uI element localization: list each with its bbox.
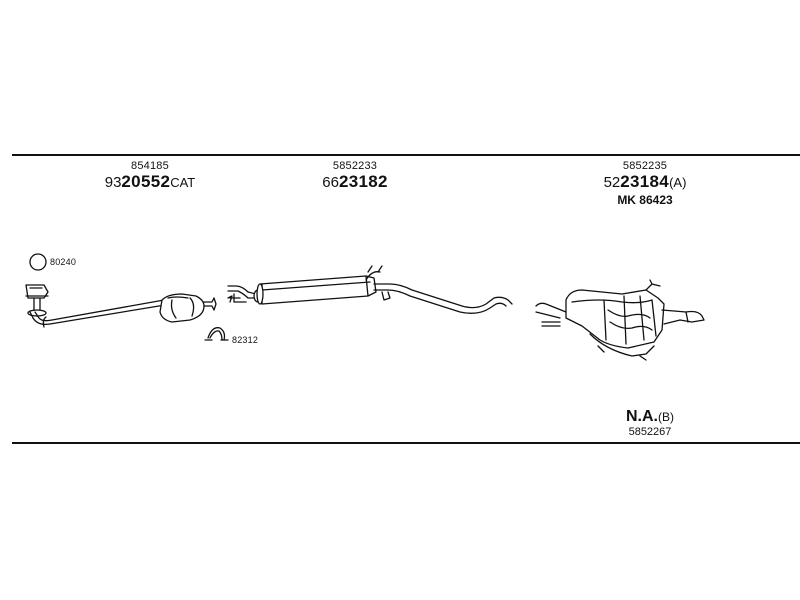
not-available-note: N.A.(B) 5852267 [626,408,674,438]
oe-reference: 854185 [131,160,169,172]
part-label-middle-silencer: 5852233 6623182 [322,160,387,192]
part-number: 5223184(A) [603,172,687,192]
mounting-kit-number: MK 86423 [617,193,673,207]
part-number: 6623182 [322,172,388,192]
middle-pipe-outlet-icon [373,283,513,314]
front-flange-icon [25,284,49,317]
part-label-front-pipe: 854185 9320552CAT [105,160,196,192]
oe-reference: 5852235 [622,160,668,172]
bottom-divider-line [12,442,800,444]
clamp-icon [204,327,229,341]
not-available-label: N.A.(B) [626,408,674,425]
catalytic-converter-icon [159,293,217,323]
rear-silencer-icon [535,279,705,361]
top-divider-line [12,154,800,156]
part-label-rear-silencer: 5852235 5223184(A) MK 86423 [604,160,687,208]
seal-ring-reference: 80240 [50,257,77,267]
oe-reference: 5852233 [332,160,378,172]
clamp-reference: 82312 [232,335,259,345]
front-pipe-icon [29,299,166,328]
middle-silencer-icon [256,265,383,305]
not-available-reference: 5852267 [628,426,672,438]
seal-ring-icon [29,253,47,271]
part-number: 9320552CAT [104,172,196,192]
